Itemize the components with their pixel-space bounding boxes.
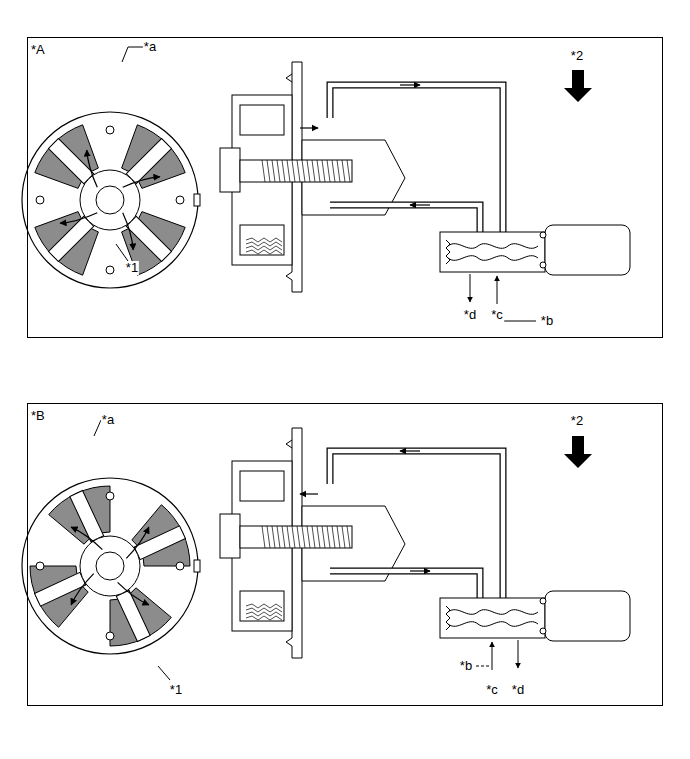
callout-label: *1 bbox=[125, 261, 139, 275]
callout-label: *2 bbox=[570, 49, 584, 63]
force-arrow bbox=[564, 70, 592, 102]
panel-frame: *A bbox=[27, 37, 663, 338]
callout-label: *b bbox=[459, 659, 473, 673]
callout-label: *d bbox=[511, 683, 525, 697]
panel-label: *B bbox=[28, 404, 45, 423]
callout-label: *b bbox=[540, 314, 554, 328]
panel-label: *A bbox=[28, 38, 45, 57]
vvt-panel-drawing bbox=[22, 47, 630, 321]
vane-controller bbox=[22, 478, 200, 654]
oil-control-valve bbox=[440, 225, 630, 275]
callout-label: *a bbox=[143, 40, 157, 54]
panel-frame: *B bbox=[27, 403, 663, 706]
force-arrow bbox=[564, 436, 592, 468]
vane-controller bbox=[22, 112, 200, 288]
vvt-panel-drawing bbox=[22, 420, 630, 680]
camshaft-section bbox=[220, 428, 405, 658]
callout-label: *a bbox=[101, 413, 115, 427]
callout-label: *c bbox=[485, 683, 499, 697]
callout-label: *c bbox=[490, 308, 504, 322]
oil-control-valve bbox=[440, 591, 630, 641]
callout-label: *1 bbox=[169, 683, 183, 697]
camshaft-section bbox=[220, 62, 405, 292]
callout-label: *d bbox=[463, 308, 477, 322]
callout-label: *2 bbox=[570, 414, 584, 428]
